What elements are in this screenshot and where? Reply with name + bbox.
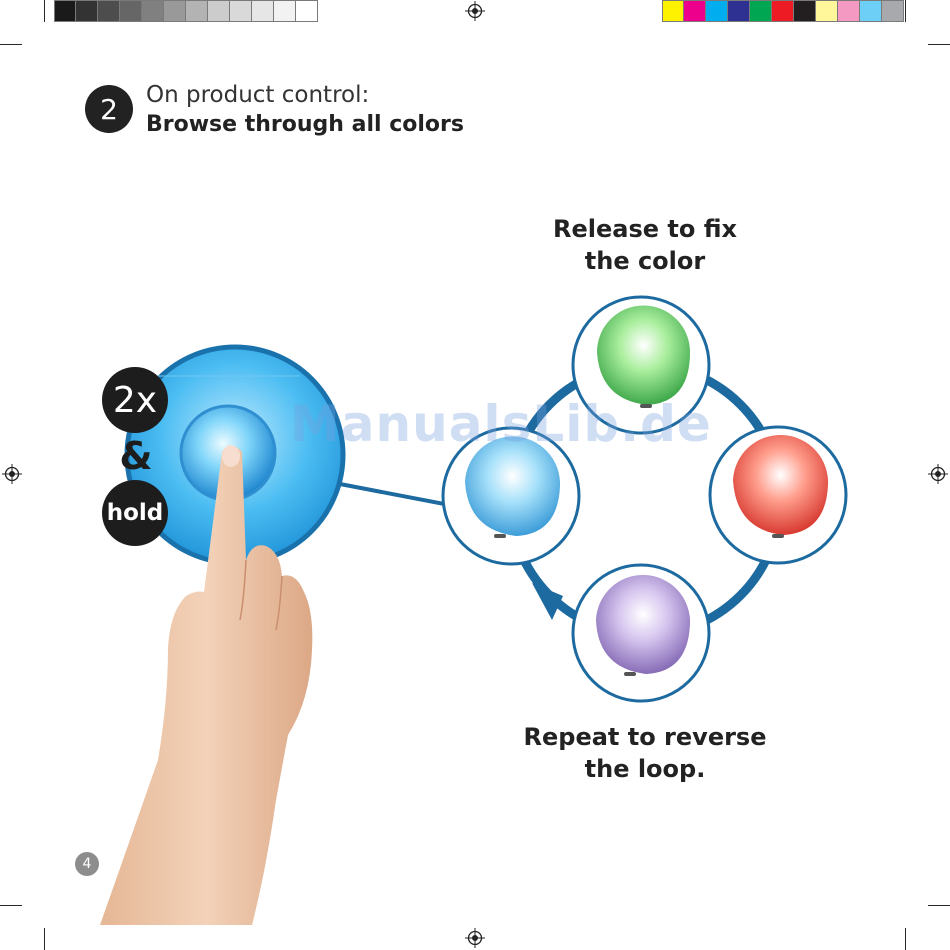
watermark-text: ManualsLib.de — [290, 395, 712, 453]
repeat-caption: Repeat to reverse the loop. — [515, 721, 775, 785]
lamp-purple — [573, 565, 709, 701]
repeat-caption-line2: the loop. — [515, 753, 775, 785]
page-number: 4 — [75, 852, 99, 876]
hold-badge: hold — [102, 480, 168, 546]
press-count-badge: 2x — [102, 367, 168, 433]
lamp-red — [710, 427, 846, 563]
ampersand-label: & — [116, 434, 156, 478]
release-caption-line2: the color — [520, 245, 770, 277]
release-caption: Release to fix the color — [520, 213, 770, 277]
repeat-caption-line1: Repeat to reverse — [515, 721, 775, 753]
release-caption-line1: Release to fix — [520, 213, 770, 245]
